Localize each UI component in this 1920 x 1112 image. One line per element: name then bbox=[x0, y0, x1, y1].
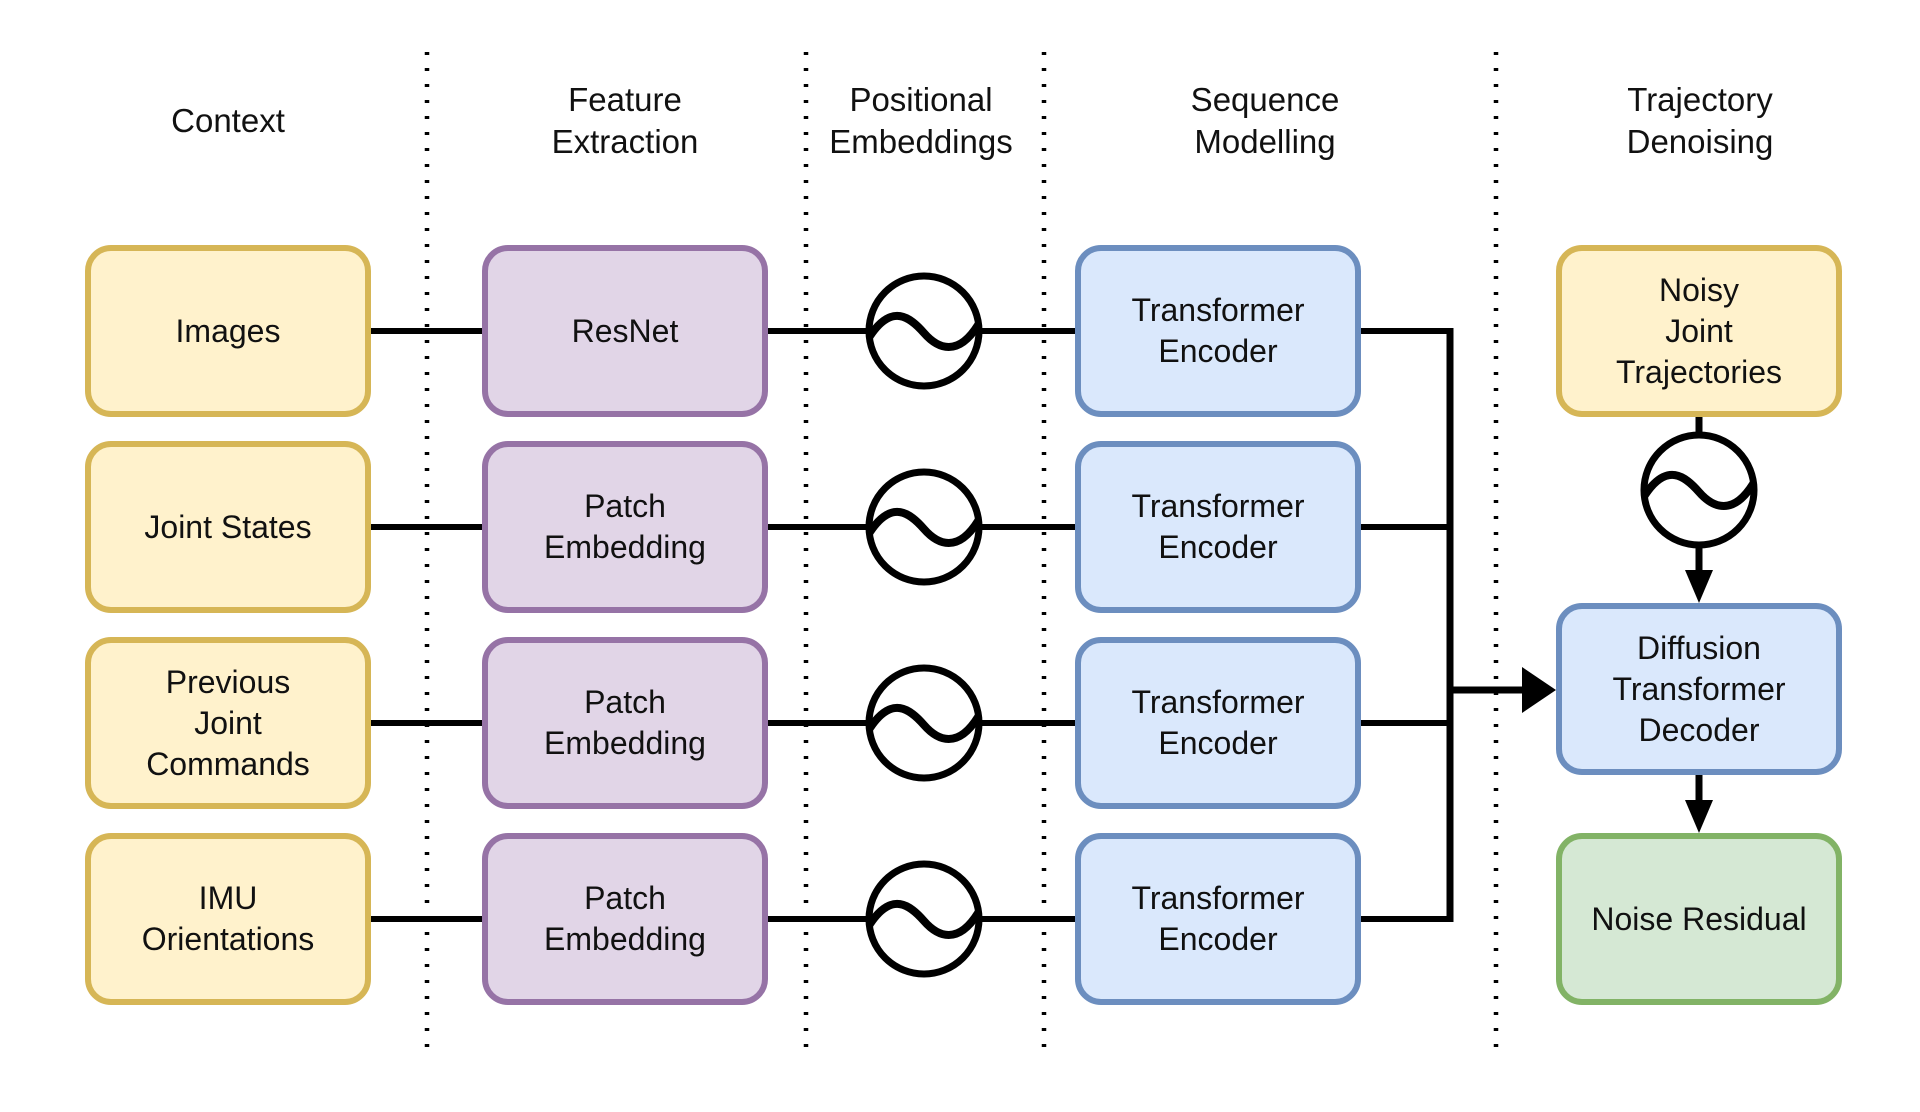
column-header-sequence-modelling: Sequence Modelling bbox=[1190, 81, 1340, 160]
node-label: ResNet bbox=[571, 312, 679, 349]
arrowhead-icon bbox=[1685, 800, 1713, 833]
node-label: Diffusion Transformer Decoder bbox=[1612, 629, 1786, 748]
extractor-node-resnet: ResNet bbox=[482, 245, 768, 417]
extractor-node-patch-embedding-commands: Patch Embedding bbox=[482, 637, 768, 809]
node-label: Patch Embedding bbox=[544, 684, 706, 761]
node-label: Transformer Encoder bbox=[1131, 488, 1305, 565]
arrowhead-icon bbox=[1522, 667, 1556, 713]
noise-residual-node: Noise Residual bbox=[1556, 833, 1842, 1005]
extractor-node-patch-embedding-joint-states: Patch Embedding bbox=[482, 441, 768, 613]
column-header-context: Context bbox=[171, 102, 285, 139]
column-header-feature-extraction: Feature Extraction bbox=[551, 81, 699, 160]
sinusoid-icon bbox=[865, 664, 983, 782]
column-header-positional-embeddings: Positional Embeddings bbox=[829, 81, 1013, 160]
node-label: Noise Residual bbox=[1591, 900, 1807, 937]
node-label: Images bbox=[175, 312, 281, 349]
input-node-images: Images bbox=[85, 245, 371, 417]
node-label: Patch Embedding bbox=[544, 880, 706, 957]
node-label: Transformer Encoder bbox=[1131, 684, 1305, 761]
node-label: Joint States bbox=[144, 508, 312, 545]
input-node-imu-orientations: IMU Orientations bbox=[85, 833, 371, 1005]
input-node-joint-states: Joint States bbox=[85, 441, 371, 613]
column-dividers bbox=[424, 52, 1499, 1048]
encoder-node-imu: Transformer Encoder bbox=[1075, 833, 1361, 1005]
sinusoid-icon bbox=[865, 468, 983, 586]
diffusion-transformer-decoder-node: Diffusion Transformer Decoder bbox=[1556, 603, 1842, 775]
connector-lines bbox=[371, 328, 1713, 922]
node-label: Patch Embedding bbox=[544, 488, 706, 565]
node-label: IMU Orientations bbox=[141, 880, 315, 957]
extractor-node-patch-embedding-imu: Patch Embedding bbox=[482, 833, 768, 1005]
encoder-node-commands: Transformer Encoder bbox=[1075, 637, 1361, 809]
column-header-trajectory-denoising: Trajectory Denoising bbox=[1626, 81, 1774, 160]
sinusoid-icon bbox=[865, 272, 983, 390]
node-label: Transformer Encoder bbox=[1131, 880, 1305, 957]
node-label: Noisy Joint Trajectories bbox=[1616, 271, 1782, 390]
positional-embedding-icons bbox=[865, 272, 1758, 978]
noisy-joint-trajectories-node: Noisy Joint Trajectories bbox=[1556, 245, 1842, 417]
arrowhead-icon bbox=[1685, 570, 1713, 603]
sinusoid-icon bbox=[1640, 431, 1758, 549]
node-label: Previous Joint Commands bbox=[146, 663, 310, 782]
encoder-node-joint-states: Transformer Encoder bbox=[1075, 441, 1361, 613]
encoder-node-images: Transformer Encoder bbox=[1075, 245, 1361, 417]
sinusoid-icon bbox=[865, 860, 983, 978]
input-node-previous-joint-commands: Previous Joint Commands bbox=[85, 637, 371, 809]
node-label: Transformer Encoder bbox=[1131, 292, 1305, 369]
